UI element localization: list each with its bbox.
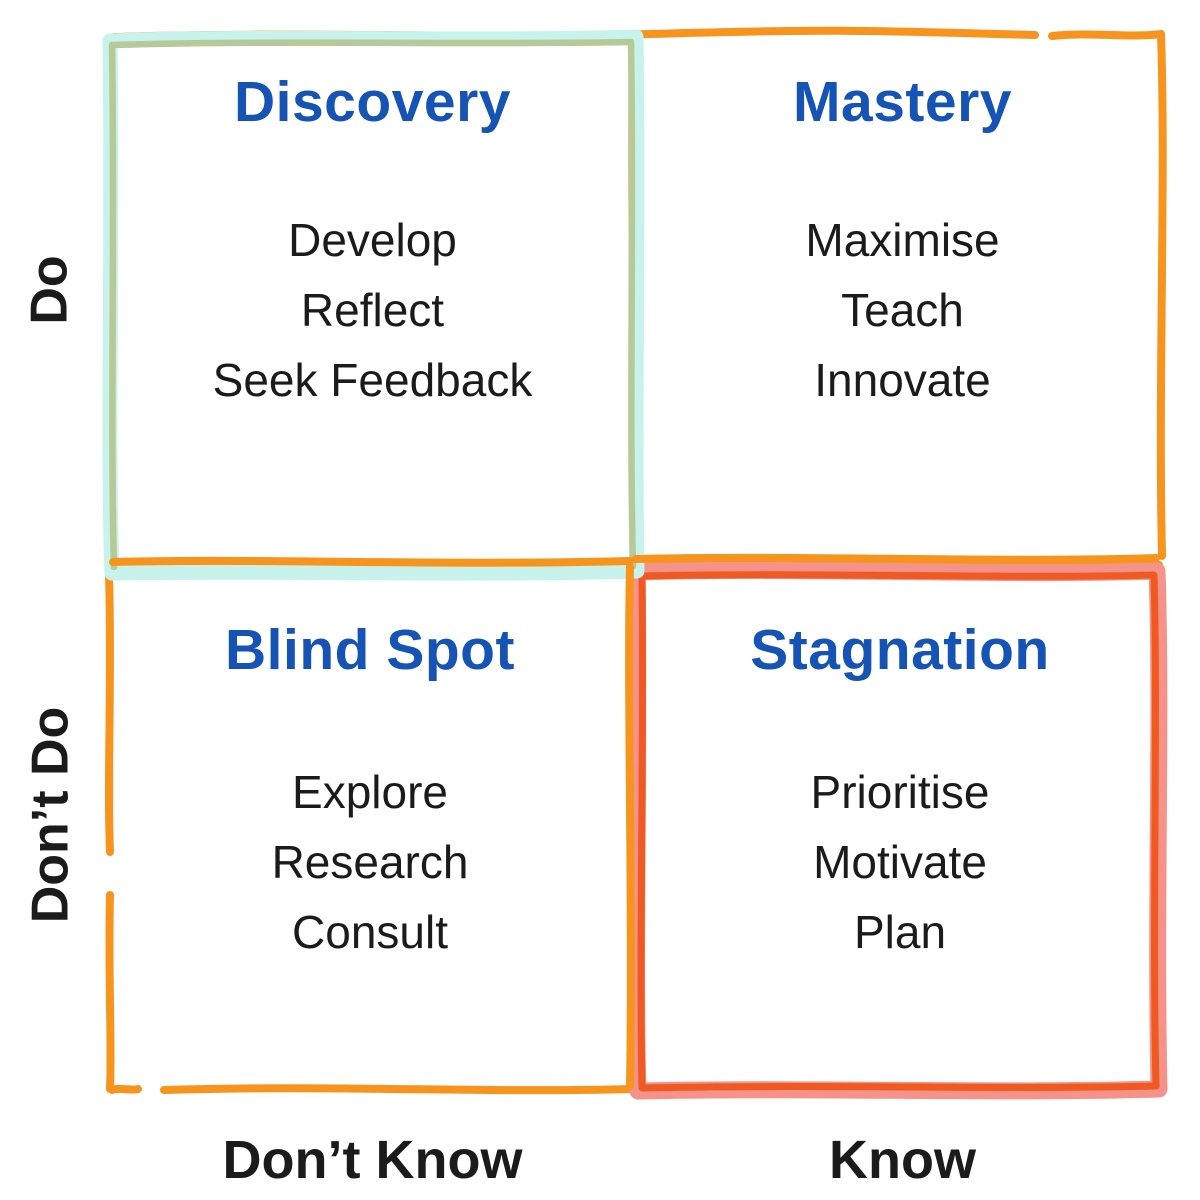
- orange-grid-overlaps: [109, 553, 1160, 1090]
- quadrant-discovery: Discovery Develop Reflect Seek Feedback: [105, 33, 640, 573]
- grid-hmid-right-overlap: [632, 553, 1160, 564]
- quadrant-item: Plan: [853, 906, 947, 958]
- quadrant-item-list: Prioritise Motivate Plan: [635, 757, 1165, 967]
- quadrant-item: Prioritise: [810, 766, 990, 818]
- y-axis-label-dont-do: Don’t Do: [0, 707, 100, 924]
- quadrant-item: Seek Feedback: [212, 354, 533, 406]
- quadrant-title: Discovery: [233, 70, 511, 134]
- quadrant-item: Motivate: [813, 836, 987, 888]
- quadrant-item: Innovate: [814, 354, 991, 406]
- quadrant-item-list: Maximise Teach Innovate: [640, 205, 1165, 415]
- y-axis-label-dont-do-text: Don’t Do: [21, 706, 80, 924]
- quadrant-item: Consult: [292, 906, 448, 958]
- y-axis-label-do: Do: [0, 230, 100, 350]
- quadrant-item: Develop: [288, 214, 457, 266]
- quadrant-item: Maximise: [805, 214, 1000, 266]
- y-axis-label-do-text: Do: [20, 255, 79, 325]
- quadrant-item: Explore: [292, 766, 448, 818]
- quadrant-stagnation: Stagnation Prioritise Motivate Plan: [635, 573, 1165, 1093]
- grid-hmid-left-overlap: [109, 556, 634, 567]
- quadrant-title: Stagnation: [750, 618, 1050, 682]
- stagnation-border-salmon: [628, 561, 1168, 1100]
- quadrant-item: Teach: [841, 284, 964, 336]
- grid-vmid-bottom-overlap: [625, 563, 635, 1090]
- quadrant-title: Blind Spot: [225, 618, 515, 682]
- discovery-border-olive: [108, 38, 637, 571]
- x-axis-label-know: Know: [829, 1130, 976, 1190]
- quadrant-title: Mastery: [793, 70, 1012, 134]
- x-axis-label-dont-know: Don’t Know: [222, 1130, 523, 1190]
- quadrant-blind-spot: Blind Spot Explore Research Consult: [105, 573, 635, 1093]
- quadrant-item: Research: [271, 836, 469, 888]
- quadrant-item-list: Develop Reflect Seek Feedback: [105, 205, 640, 415]
- quadrant-mastery: Mastery Maximise Teach Innovate: [640, 33, 1165, 573]
- quadrant-item: Reflect: [300, 284, 445, 336]
- stagnation-border-red: [637, 571, 1160, 1092]
- quadrant-item-list: Explore Research Consult: [105, 757, 635, 967]
